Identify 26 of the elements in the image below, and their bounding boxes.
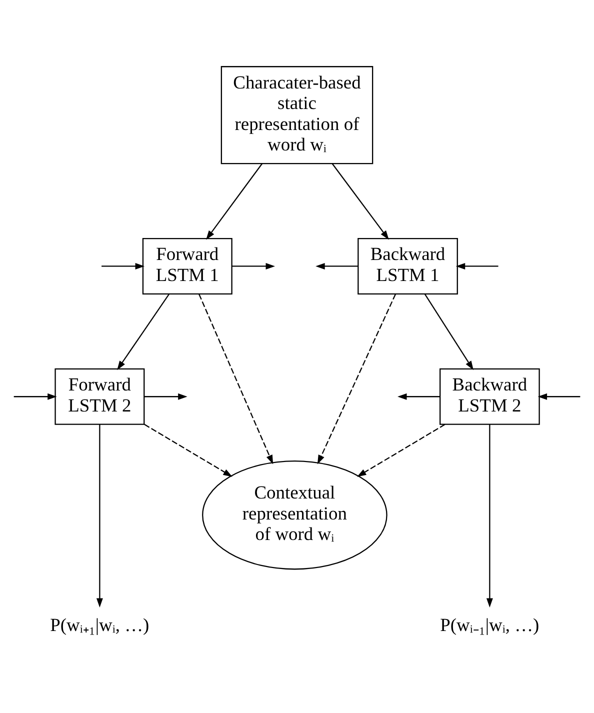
arrow — [356, 423, 446, 476]
arrow — [96, 424, 103, 607]
arrow — [206, 162, 262, 240]
arrow — [102, 262, 145, 269]
node-box: Forward LSTM 2 — [54, 368, 145, 424]
arrow — [144, 392, 188, 400]
arrow — [316, 262, 358, 269]
arrow — [198, 294, 274, 464]
arrow — [486, 424, 493, 607]
arrow — [332, 162, 389, 240]
node-text: P(wᵢ₊₁|wᵢ, …) — [50, 614, 150, 634]
arrow — [398, 392, 440, 400]
arrow — [424, 293, 474, 370]
arrow — [117, 293, 170, 370]
arrow — [456, 262, 498, 269]
node-box: Forward LSTM 1 — [142, 237, 232, 294]
node-text: P(wᵢ₋₁|wᵢ, …) — [440, 614, 540, 634]
arrow — [14, 392, 57, 400]
arrow — [317, 293, 396, 464]
node-box: Backward LSTM 2 — [440, 368, 540, 424]
arrow — [144, 423, 232, 476]
node-box: Backward LSTM 1 — [358, 237, 458, 294]
arrow — [538, 392, 580, 400]
node-box: Characater-based static representation of word wᵢ — [220, 66, 374, 164]
node-ellipse: Contextual representation of word wᵢ — [202, 460, 388, 570]
arrow — [232, 262, 276, 269]
